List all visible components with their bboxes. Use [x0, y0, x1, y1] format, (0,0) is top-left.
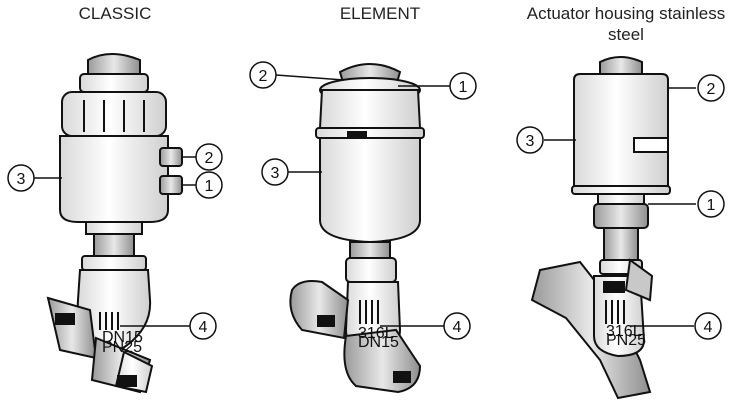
classic-callout-1: 1 [205, 178, 214, 195]
stainless-mark-pn: PN25 [606, 332, 646, 349]
element-mark-material: 316L [358, 325, 394, 342]
classic-callout-3: 3 [17, 171, 26, 188]
stainless-callout-3: 3 [526, 133, 535, 150]
classic-callout-2: 2 [205, 150, 214, 167]
element-callout-4: 4 [453, 319, 462, 336]
classic-mark-dn: DN15 [102, 329, 143, 346]
stainless-callout-1: 1 [707, 197, 716, 214]
classic-callout-4: 4 [199, 319, 208, 336]
stainless-valve [530, 56, 671, 400]
classic-valve [46, 53, 183, 394]
stainless-callouts [516, 74, 725, 340]
heading-element: ELEMENT [339, 4, 421, 23]
element-mark-dn: DN15 [358, 334, 399, 351]
classic-mark-pn: PN25 [102, 339, 142, 356]
heading-stainless-steel: Actuator housing stainless steel [526, 4, 726, 44]
heading-classic: CLASSIC [78, 4, 152, 23]
element-callout-1: 1 [459, 79, 468, 96]
element-callout-3: 3 [271, 165, 280, 182]
element-callout-2: 2 [259, 68, 268, 85]
classic-callouts [7, 143, 223, 340]
element-callouts [249, 61, 477, 340]
stainless-callout-4: 4 [704, 319, 713, 336]
stainless-mark-material: 316L [606, 323, 642, 340]
element-valve [289, 63, 425, 394]
stainless-callout-2: 2 [707, 81, 716, 98]
